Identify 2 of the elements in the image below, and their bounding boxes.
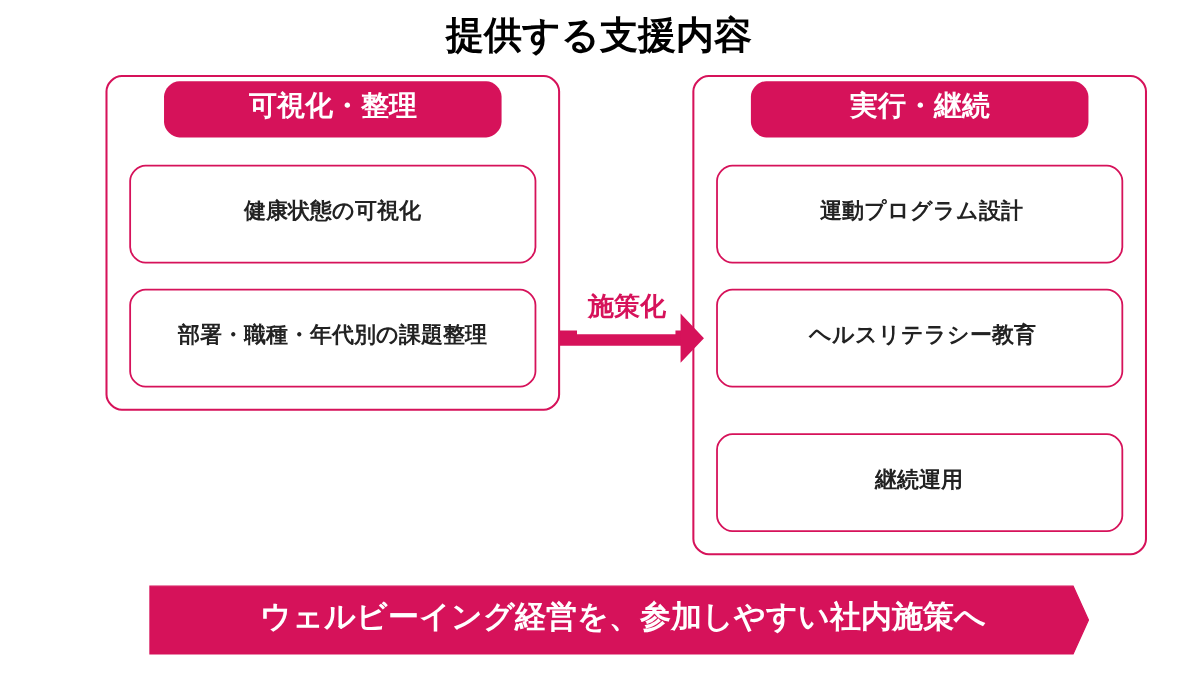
edge-label: 施策化: [587, 291, 666, 322]
diagram-title: 提供する支援内容: [445, 11, 752, 57]
